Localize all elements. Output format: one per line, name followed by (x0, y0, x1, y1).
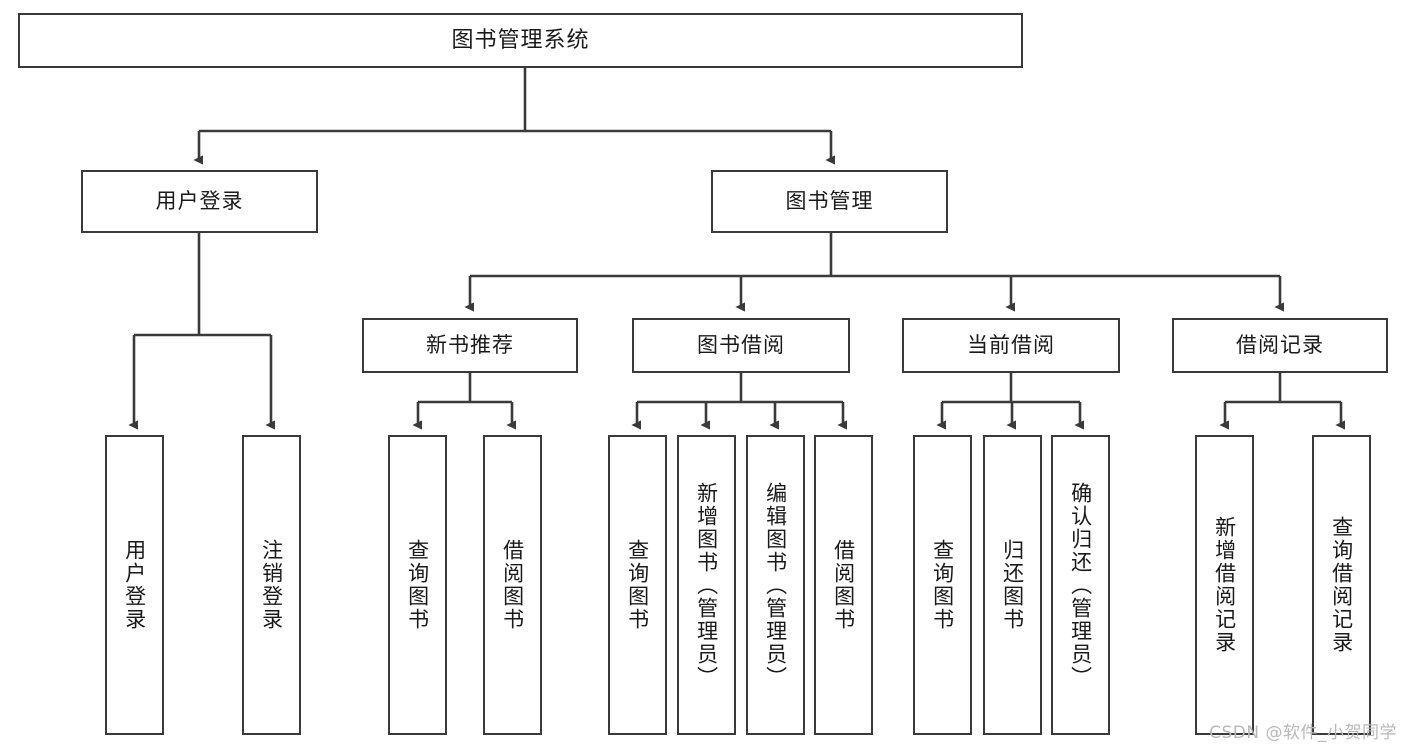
node-new-book-recommendation[interactable]: 新书推荐 (362, 318, 578, 373)
node-label: 查询借阅记录 (1329, 516, 1354, 654)
node-label: 查询图书 (625, 539, 650, 631)
node-label: 借阅图书 (500, 539, 525, 631)
node-label: 用户登录 (155, 189, 244, 213)
leaf-query-borrow-record[interactable]: 查询借阅记录 (1312, 435, 1371, 735)
node-current-borrowing[interactable]: 当前借阅 (902, 318, 1120, 373)
leaf-add-borrow-record[interactable]: 新增借阅记录 (1195, 435, 1254, 735)
leaf-query-book-current[interactable]: 查询图书 (913, 435, 972, 735)
node-label: 新增图书（管理员） (694, 481, 719, 689)
leaf-query-book-borrowing[interactable]: 查询图书 (608, 435, 667, 735)
node-label: 图书借阅 (697, 333, 785, 357)
node-book-management[interactable]: 图书管理 (711, 170, 948, 233)
leaf-add-book-admin[interactable]: 新增图书（管理员） (677, 435, 736, 735)
leaf-logout[interactable]: 注销登录 (242, 435, 301, 735)
node-label: 归还图书 (1000, 539, 1025, 631)
node-label: 新书推荐 (426, 333, 514, 357)
node-user-login[interactable]: 用户登录 (81, 170, 318, 233)
leaf-query-book-recommendation[interactable]: 查询图书 (388, 435, 447, 735)
leaf-user-login[interactable]: 用户登录 (105, 435, 164, 735)
node-label: 借阅记录 (1236, 333, 1324, 357)
node-label: 确认归还（管理员） (1068, 481, 1093, 689)
node-label: 查询图书 (405, 539, 430, 631)
node-label: 借阅图书 (831, 539, 856, 631)
leaf-borrow-book-recommendation[interactable]: 借阅图书 (483, 435, 542, 735)
node-label: 当前借阅 (967, 333, 1055, 357)
leaf-borrow-book[interactable]: 借阅图书 (814, 435, 873, 735)
node-book-borrowing[interactable]: 图书借阅 (632, 318, 850, 373)
node-borrowing-record[interactable]: 借阅记录 (1172, 318, 1388, 373)
leaf-return-book[interactable]: 归还图书 (983, 435, 1042, 735)
node-root-book-management-system[interactable]: 图书管理系统 (18, 13, 1023, 68)
csdn-watermark: CSDN @软件_小贺同学 (1209, 723, 1397, 743)
node-label: 图书管理系统 (451, 27, 590, 53)
node-label: 用户登录 (122, 539, 147, 631)
leaf-edit-book-admin[interactable]: 编辑图书（管理员） (746, 435, 805, 735)
node-label: 查询图书 (930, 539, 955, 631)
node-label: 新增借阅记录 (1212, 516, 1237, 654)
node-label: 注销登录 (259, 539, 284, 631)
node-label: 图书管理 (785, 189, 874, 213)
node-label: 编辑图书（管理员） (763, 481, 788, 689)
leaf-confirm-return-admin[interactable]: 确认归还（管理员） (1051, 435, 1110, 735)
